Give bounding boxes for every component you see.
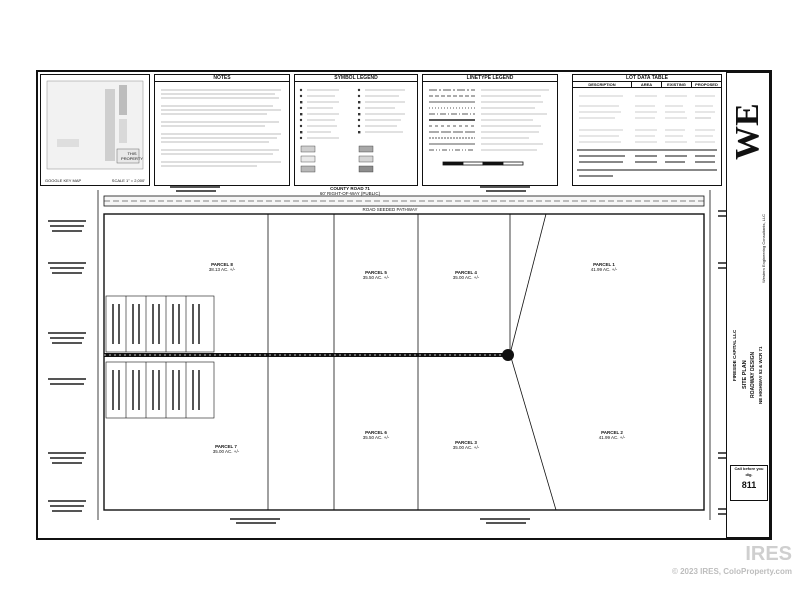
notes-panel: NOTES	[154, 74, 290, 186]
linetype-legend-graphic	[429, 89, 549, 166]
adjacent-owner-marks	[48, 186, 748, 524]
title-block: WE Western Engineering Consultants, LLC …	[726, 72, 770, 538]
property-boundary	[103, 213, 705, 511]
lot-table-header: EXISTING	[662, 82, 692, 87]
linetype-legend-title: LINETYPE LEGEND	[423, 75, 557, 82]
county-road-sublabel: 60' RIGHT-OF-WAY (PUBLIC)	[319, 191, 381, 196]
parcel-lines	[267, 213, 557, 511]
vicinity-this-label: THIS PROPERTY	[121, 151, 143, 161]
site-plan-sheet	[36, 70, 772, 540]
cul-de-sac	[502, 349, 514, 361]
lot-data-table: LOT DATA TABLE DESCRIPTION AREA EXISTING…	[572, 74, 722, 186]
project-line-2: NE HIGHWAY 52 & WCR 71	[758, 346, 763, 404]
call-before-text: Call before you dig.	[734, 466, 764, 477]
lot-table-header-row: DESCRIPTION AREA EXISTING PROPOSED	[573, 82, 721, 88]
lot-table-header: DESCRIPTION	[573, 82, 632, 87]
call-before-dig: Call before you dig. 811	[730, 465, 768, 501]
lot-text-marks	[112, 304, 200, 410]
west-lots	[105, 295, 215, 419]
vicinity-map-graphic	[46, 80, 144, 170]
vicinity-scale: SCALE 1" = 2,000'	[111, 178, 145, 183]
south-strip-label: ROAD SEEDED PATHWAY	[362, 207, 418, 212]
watermark-brand: IRES	[745, 543, 792, 565]
vicinity-title: GOOGLE KEY MAP	[45, 178, 82, 183]
linetype-legend: LINETYPE LEGEND	[422, 74, 558, 186]
symbol-legend-graphic	[299, 88, 405, 173]
lot-table-header: AREA	[632, 82, 662, 87]
county-road-label: COUNTY ROAD 71	[330, 186, 370, 191]
symbol-legend-title: SYMBOL LEGEND	[295, 75, 417, 82]
lot-table-title: LOT DATA TABLE	[573, 75, 721, 82]
call-number: 811	[741, 480, 757, 490]
symbol-legend: SYMBOL LEGEND	[294, 74, 418, 186]
watermark-copyright: © 2023 IRES, ColoProperty.com	[671, 567, 792, 576]
firm-logo-letters: WE	[729, 103, 766, 161]
lot-table-header: PROPOSED	[695, 82, 718, 87]
lot-table-rows	[577, 95, 717, 177]
project-line-1: ROADWAY DESIGN	[750, 351, 756, 399]
firm-name: Western Engineering Consultants, LLC	[761, 213, 766, 283]
firm-logo: WE	[729, 77, 767, 187]
watermark: IRES	[745, 543, 792, 566]
notes-title: NOTES	[155, 75, 289, 82]
notes-lines	[161, 89, 281, 167]
sheet-title: SITE PLAN	[742, 360, 748, 390]
vicinity-map: THIS PROPERTY GOOGLE KEY MAP SCALE 1" = …	[40, 74, 150, 186]
client-name: FIRESIDE CAPITAL LLC	[732, 329, 737, 381]
